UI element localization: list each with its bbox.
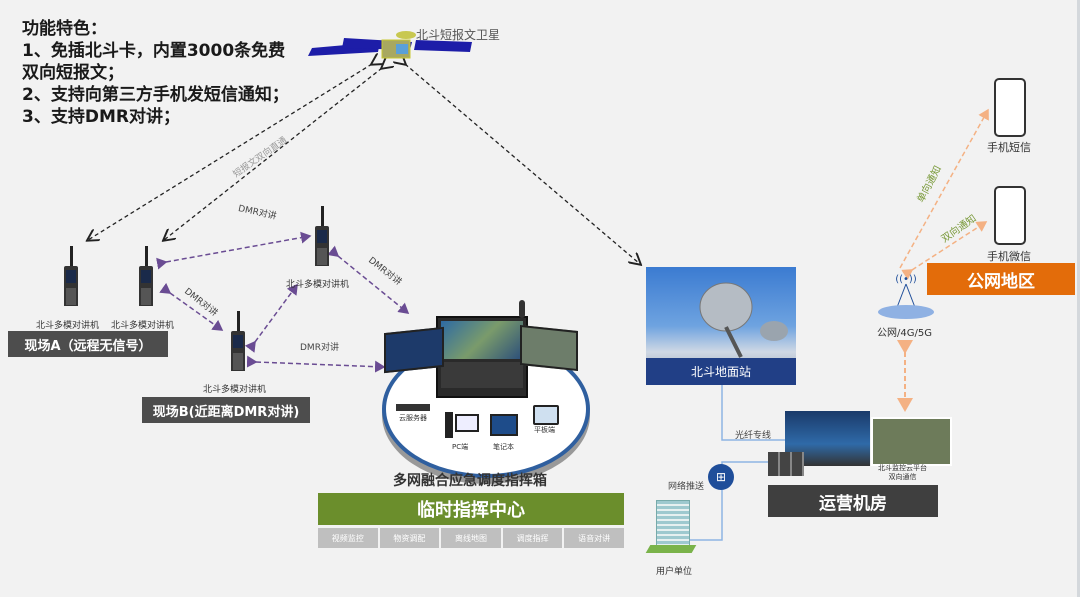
- net-push-label: 网络推送: [668, 482, 705, 492]
- dmr-label: DMR对讲: [300, 343, 339, 353]
- sat-link-ground: [405, 64, 640, 264]
- radio-label: 北斗多模对讲机: [36, 321, 100, 331]
- net-push-line: [690, 461, 790, 541]
- scrollbar[interactable]: [1077, 0, 1080, 597]
- device-label: PC端: [452, 443, 469, 451]
- sat-link-radio2: [164, 68, 382, 240]
- function-tab: 离线地图: [441, 528, 501, 548]
- dmr-link-2-4: [159, 282, 224, 331]
- temp-command-center-label: 临时指挥中心: [318, 493, 624, 525]
- building-lawn: [645, 545, 697, 553]
- left-monitor: [384, 326, 444, 374]
- tablet-icon: [533, 405, 559, 425]
- ground-station-label: 北斗地面站: [646, 358, 796, 385]
- dmr-link-2-3: [156, 231, 312, 270]
- platform-label: 北斗监控云平台 双向通信: [878, 464, 927, 482]
- function-tab: 视频监控: [318, 528, 378, 548]
- feature-line: 双向短报文；: [22, 63, 124, 83]
- svg-text:((•)): ((•)): [895, 274, 917, 285]
- radio-icon: [64, 246, 78, 306]
- public-area-label: 公网地区: [927, 263, 1075, 295]
- satellite-icon: [308, 31, 416, 59]
- function-tabs: 视频监控 物资调配 离线地图 调度指挥 语音对讲: [318, 528, 624, 548]
- device-label: 云服务器: [399, 414, 427, 422]
- function-tab: 物资调配: [379, 528, 440, 548]
- building-icon: [656, 500, 690, 552]
- fiber-line: [721, 385, 790, 441]
- radio-label: 北斗多模对讲机: [111, 321, 175, 331]
- network-hub-icon: ⊞: [708, 464, 734, 490]
- cloud-platform-image: [871, 417, 952, 466]
- phone-wechat-icon: [994, 186, 1026, 245]
- function-tab: 调度指挥: [502, 528, 563, 548]
- phone-wechat-label: 手机微信: [987, 250, 1031, 263]
- microphone-icon: [519, 300, 525, 318]
- satellite-dish-icon: [699, 282, 788, 358]
- function-tab: 语音对讲: [564, 528, 624, 548]
- dmr-link-4-3: [244, 283, 298, 353]
- user-unit-label: 用户单位: [656, 567, 693, 577]
- right-monitor: [520, 324, 578, 372]
- pc-icon: [445, 412, 479, 438]
- server-rack-icon: [768, 452, 804, 476]
- dmr-link-3-box: [327, 245, 410, 314]
- device-label: 平板端: [534, 426, 555, 434]
- two-way-notify-link: [901, 221, 988, 280]
- phone-sms-label: 手机短信: [987, 141, 1031, 154]
- dmr-link-4-box: [246, 355, 386, 373]
- radio-label: 北斗多模对讲机: [286, 280, 350, 290]
- feature-line: 3、支持DMR对讲；: [22, 107, 180, 127]
- feature-line: 2、支持向第三方手机发短信通知；: [22, 85, 289, 105]
- radio-icon: [139, 246, 153, 306]
- phone-sms-icon: [994, 78, 1026, 137]
- radio-icon: [231, 311, 245, 371]
- command-box-device: [436, 316, 528, 398]
- command-box-title: 多网融合应急调度指挥箱: [393, 473, 547, 489]
- radio-icon: [315, 206, 329, 266]
- ops-room-label: 运营机房: [768, 485, 938, 517]
- features-title: 功能特色：: [22, 19, 107, 39]
- site-b-label: 现场B(近距离DMR对讲): [142, 397, 310, 423]
- fiber-label: 光纤专线: [735, 431, 772, 441]
- satellite-label: 北斗短报文卫星: [416, 28, 501, 42]
- device-label: 笔记本: [493, 443, 514, 451]
- feature-line: 1、免插北斗卡，内置3000条免费: [22, 41, 286, 61]
- cell-tower-icon: ((•)): [878, 274, 934, 319]
- tower-label: 公网/4G/5G: [877, 328, 932, 339]
- one-way-notify-link: [899, 108, 989, 269]
- laptop-icon: [490, 414, 518, 436]
- cloud-server-icon: [396, 404, 430, 411]
- features-block: 功能特色： 1、免插北斗卡，内置3000条免费 双向短报文； 2、支持向第三方手…: [22, 18, 289, 128]
- satellite-panel-right: [414, 40, 472, 52]
- platform-label-line1: 北斗监控云平台: [878, 464, 927, 472]
- site-a-label: 现场A（远程无信号）: [8, 331, 168, 357]
- radio-label: 北斗多模对讲机: [203, 385, 267, 395]
- platform-label-line2: 双向通信: [888, 473, 917, 481]
